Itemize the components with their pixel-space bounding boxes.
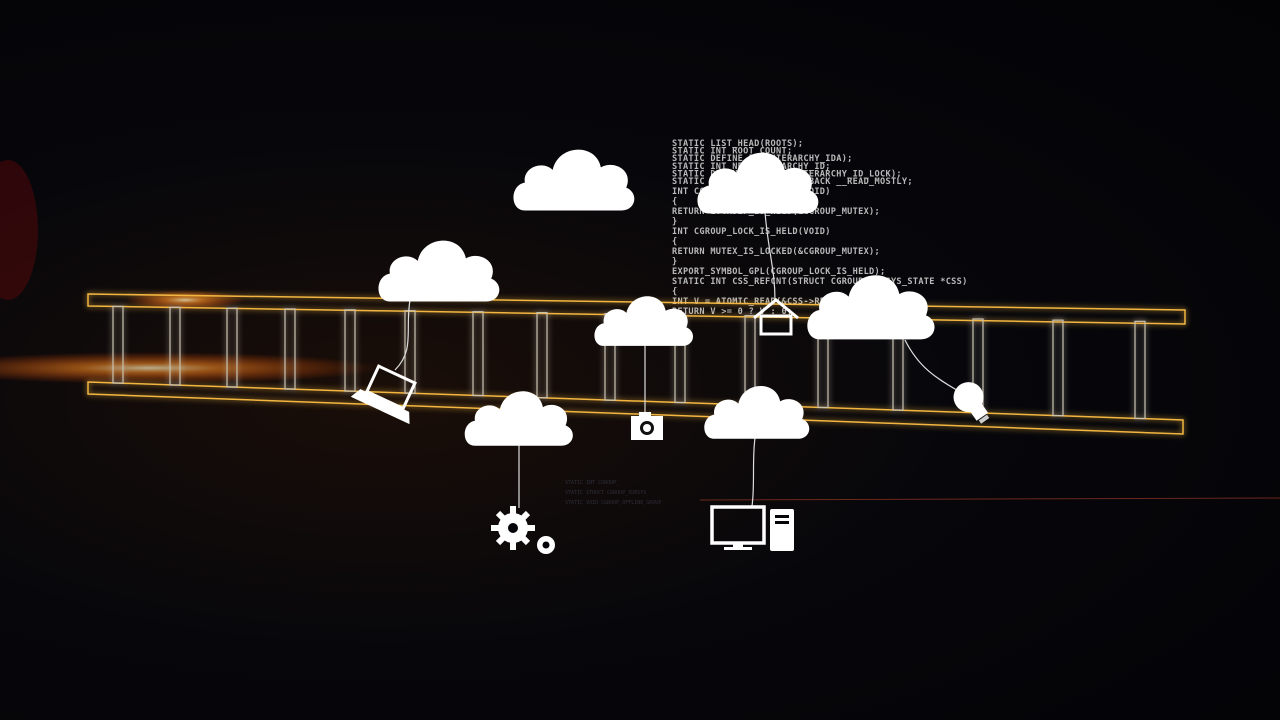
faint-code-line: STATIC STRUCT CGROUP_SUBSYS bbox=[565, 490, 646, 496]
code-line: { bbox=[672, 197, 677, 207]
red-glow bbox=[0, 160, 38, 300]
faint-code-line: STATIC INT CGROUP_ bbox=[565, 480, 620, 486]
code-line: } bbox=[672, 257, 677, 267]
cloud-icon bbox=[378, 240, 500, 302]
cloud-icon bbox=[464, 391, 573, 446]
cloud-icon bbox=[513, 149, 635, 211]
faint-code-block: STATIC INT CGROUP_ STATIC STRUCT CGROUP_S… bbox=[565, 480, 661, 506]
desktop-computer-icon bbox=[710, 505, 794, 551]
faint-code-line: STATIC VOID CGROUP_OFFLINE_GROUP bbox=[565, 500, 661, 506]
ladder-rung bbox=[536, 312, 548, 399]
lightbulb-icon bbox=[953, 382, 990, 424]
camera-icon bbox=[631, 412, 663, 440]
code-line: INT V = ATOMIC_READ(&CSS->REFCNT); bbox=[672, 297, 858, 307]
ladder-rung bbox=[1134, 320, 1146, 420]
ladder-rung bbox=[344, 309, 356, 392]
code-line: EXPORT_SYMBOL_GPL(CGROUP_LOCK_IS_HELD); bbox=[672, 267, 885, 277]
gears-icon bbox=[491, 506, 555, 554]
home-icon bbox=[753, 298, 799, 336]
ladder-rung bbox=[226, 307, 238, 388]
code-line: { bbox=[672, 237, 677, 247]
code-line: STATIC LIST_HEAD(ROOTS); bbox=[672, 139, 803, 149]
ladder bbox=[87, 293, 1186, 435]
cloud-icon bbox=[704, 385, 810, 439]
code-line: { bbox=[672, 287, 677, 297]
lens-flare bbox=[0, 352, 380, 384]
code-line: STATIC INT ROOT_COUNT; bbox=[672, 147, 792, 157]
code-line: STATIC INT CSS_REFCNT(STRUCT CGROUP_SUBS… bbox=[672, 277, 968, 287]
code-line: RETURN V >= 0 ? V : 0; bbox=[672, 307, 792, 317]
ladder-top-rail bbox=[87, 293, 1186, 325]
ladder-rung bbox=[472, 311, 484, 397]
connector-lines bbox=[394, 211, 961, 508]
code-line: RETURN MUTEX_IS_LOCKED(&CGROUP_MUTEX); bbox=[672, 247, 880, 257]
ladder-rung bbox=[1052, 319, 1064, 417]
light-streak bbox=[699, 497, 1280, 501]
code-line: } bbox=[672, 217, 677, 227]
code-line: INT CGROUP_LOCK_IS_HELD(VOID) bbox=[672, 227, 831, 237]
code-block: STATIC LIST_HEAD(ROOTS);STATIC INT ROOT_… bbox=[672, 139, 968, 317]
ladder-rung bbox=[169, 306, 181, 386]
ladder-rung bbox=[284, 308, 296, 390]
ladder-rung bbox=[112, 305, 124, 384]
laptop-icon bbox=[350, 364, 417, 425]
